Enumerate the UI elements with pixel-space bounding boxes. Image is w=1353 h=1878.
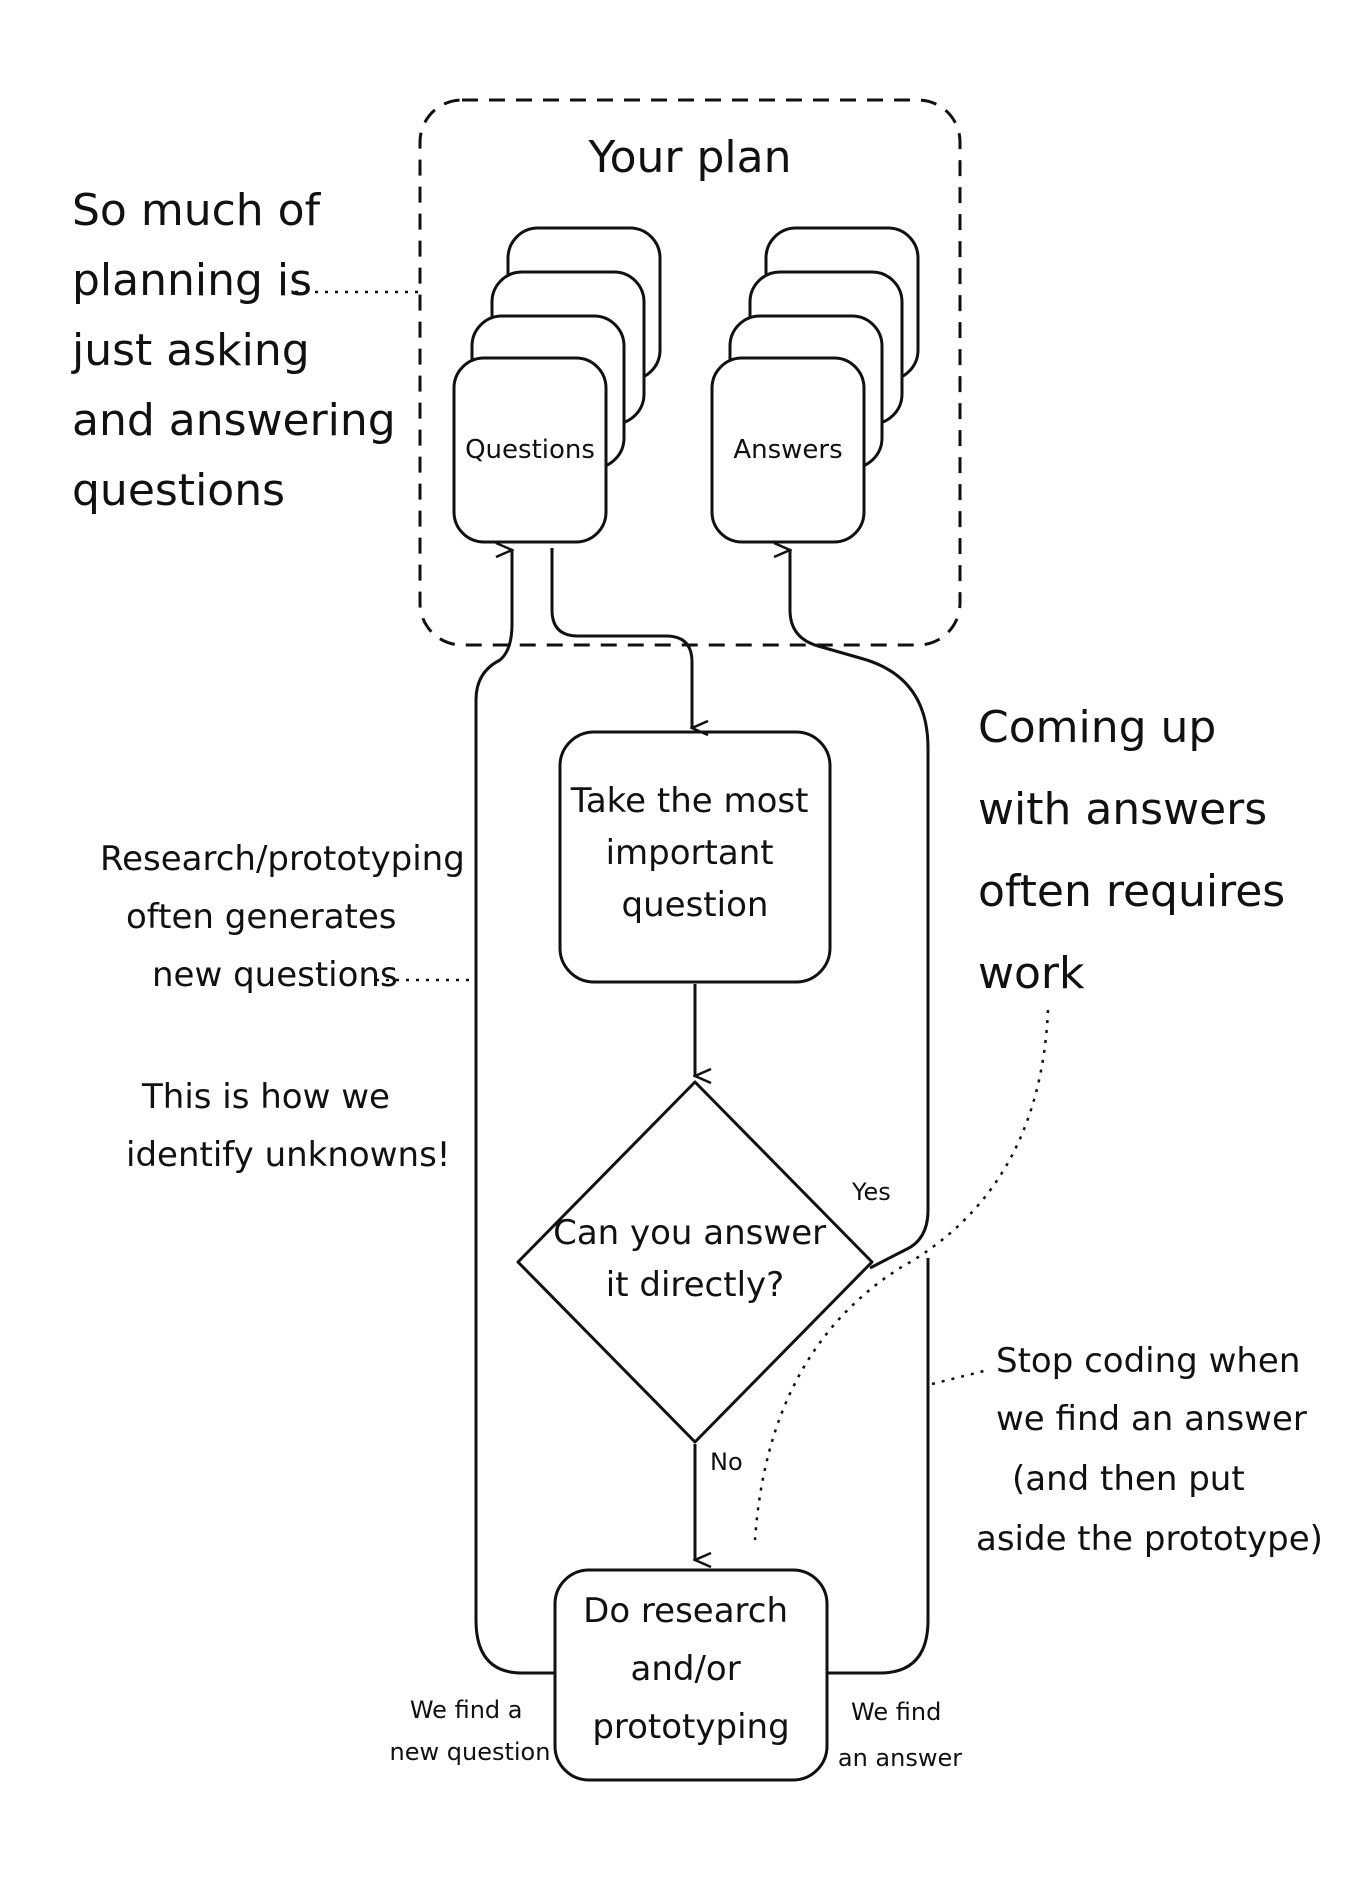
stop-leader xyxy=(931,1368,989,1386)
decision-diamond xyxy=(516,1080,874,1444)
plan-container xyxy=(418,98,962,647)
take-question-text: Take the most important question xyxy=(570,781,820,925)
questions-label: Questions xyxy=(465,435,595,465)
stop-note: Stop coding when we find an answer (and … xyxy=(976,1341,1323,1559)
research-box xyxy=(553,1568,829,1782)
arrow-questions-to-take xyxy=(550,548,692,728)
research-note: Research/prototyping often generates new… xyxy=(100,839,476,995)
found-question-label: We find a new question xyxy=(390,1696,551,1766)
coming-up-leader xyxy=(753,1009,1050,1541)
coming-up-note: Coming up with answers often requires wo… xyxy=(978,702,1299,999)
yes-label: Yes xyxy=(851,1178,891,1206)
plan-title: Your plan xyxy=(588,132,792,183)
answers-label: Answers xyxy=(733,435,842,465)
questions-card-stack xyxy=(452,226,662,544)
decision-text: Can you answer it directly? xyxy=(553,1213,837,1305)
arrow-research-to-questions xyxy=(474,550,555,1675)
answers-card-stack xyxy=(710,226,920,544)
identify-note: This is how we identify unknowns! xyxy=(126,1077,450,1175)
planning-note: So much of planning is just asking and a… xyxy=(71,185,410,516)
no-label: No xyxy=(710,1448,743,1476)
found-answer-label: We find an answer xyxy=(838,1698,962,1772)
arrow-research-to-answers xyxy=(827,1258,930,1675)
research-box-text: Do research and/or prototyping xyxy=(583,1591,799,1747)
arrow-yes-to-answers xyxy=(790,550,930,1270)
